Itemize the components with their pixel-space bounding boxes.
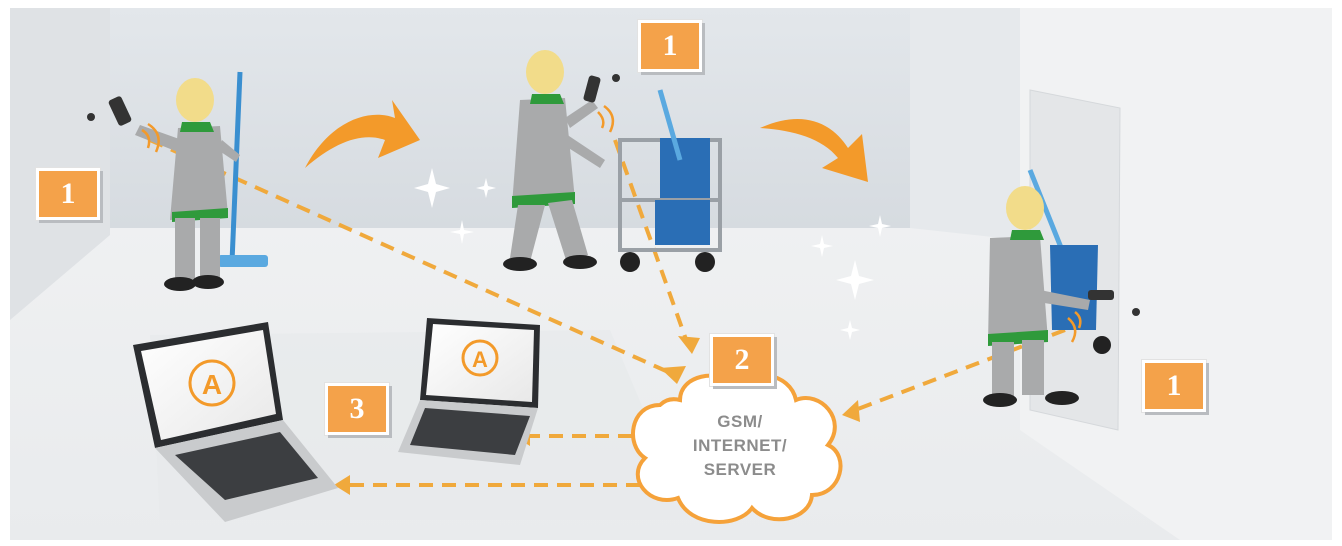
- laptop-large-screen: [141, 330, 276, 440]
- step-badge-1-left: 1: [36, 168, 100, 220]
- right-back-wall: [910, 8, 1020, 240]
- uniform: [512, 98, 575, 205]
- flow-arrow-down: [760, 118, 868, 182]
- sparkle: [840, 320, 860, 340]
- wall-tag-left: [87, 113, 95, 121]
- sparkle: [869, 215, 891, 237]
- laptop-small-logo: A: [472, 347, 488, 372]
- hair: [1006, 186, 1044, 230]
- sparkles: [414, 168, 891, 340]
- laptop-small-keyboard: [410, 408, 530, 455]
- mop-handle: [229, 71, 243, 263]
- laptop-large-keyboard: [175, 432, 318, 500]
- cleaning-trolley: [618, 89, 722, 272]
- handheld-scanner: [1088, 290, 1114, 300]
- cloud-label: GSM/ INTERNET/ SERVER: [640, 410, 840, 482]
- handheld-scanner: [583, 75, 601, 103]
- cleaner-mopping: [108, 71, 268, 291]
- cleaner-at-door: [983, 169, 1114, 407]
- cleaner-with-trolley: [503, 50, 722, 272]
- sparkle: [414, 168, 450, 208]
- sparkle: [836, 260, 874, 300]
- arrowhead: [334, 475, 350, 495]
- uniform: [988, 236, 1048, 344]
- wall-tag-center: [612, 74, 620, 82]
- left-side-wall: [10, 8, 110, 320]
- sparkle: [811, 235, 833, 257]
- step-badge-1-right: 1: [1142, 360, 1206, 412]
- arrowhead: [660, 366, 686, 384]
- laptop-small-logo-ring: [461, 339, 499, 377]
- sparkle: [450, 220, 474, 244]
- cloud-label-line-3: SERVER: [703, 460, 777, 479]
- hair: [176, 78, 214, 122]
- cloud-label-line-2: INTERNET/: [692, 436, 788, 455]
- laptop-large-logo-ring: [188, 359, 236, 407]
- sparkle: [476, 178, 496, 198]
- flow-arrow-right: [305, 100, 420, 168]
- handheld-scanner: [108, 96, 132, 126]
- connection-center-to-cloud: [613, 139, 690, 346]
- back-wall: [110, 8, 910, 228]
- laptop-small-screen: [426, 324, 534, 402]
- laptop-small: [398, 318, 540, 465]
- step-badge-1-center: 1: [638, 20, 702, 72]
- step-badge-3: 3: [325, 383, 389, 435]
- wall-tag-right: [1132, 308, 1140, 316]
- laptop-large: [133, 322, 338, 522]
- arrowhead: [678, 336, 700, 354]
- bucket-blue: [1050, 245, 1098, 330]
- laptop-large-logo: A: [202, 369, 222, 400]
- connection-right-to-cloud: [849, 328, 1066, 414]
- mop-head: [218, 255, 268, 267]
- hair: [526, 50, 564, 94]
- bucket-blue: [660, 138, 710, 198]
- step-badge-2: 2: [710, 334, 774, 386]
- cloud-label-line-1: GSM/: [717, 412, 763, 431]
- arrowhead: [842, 400, 860, 422]
- uniform: [170, 126, 228, 220]
